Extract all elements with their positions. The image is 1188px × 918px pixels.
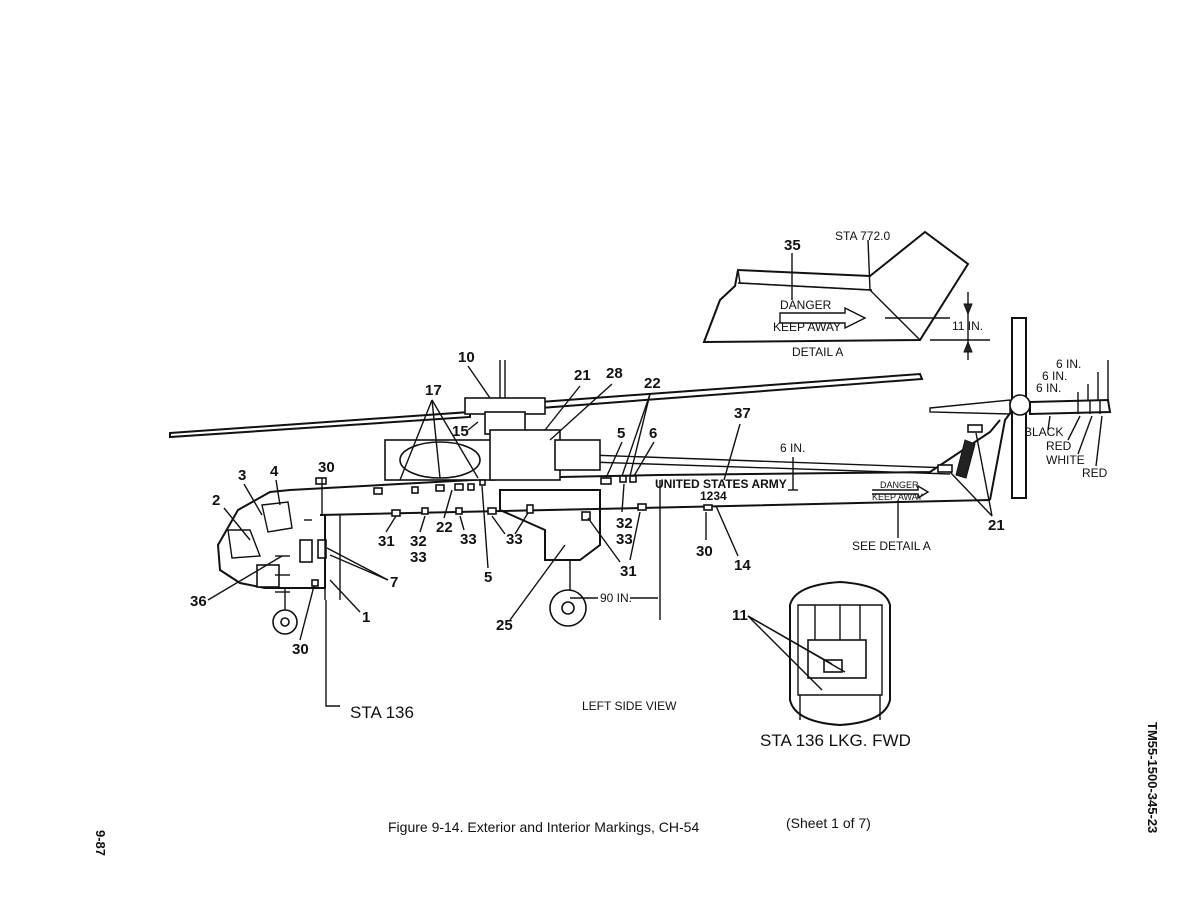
callout-33-mid: 33	[460, 531, 477, 548]
callout-31-right: 31	[620, 563, 637, 580]
callout-22-top: 22	[644, 375, 661, 392]
fuselage	[216, 399, 1021, 635]
callout-5-top: 5	[617, 425, 625, 442]
left-side-view-label: LEFT SIDE VIEW	[582, 699, 677, 713]
detail-a-station: STA 772.0	[835, 229, 890, 243]
marking-dim-6in: 6 IN.	[780, 441, 805, 455]
tail-rotor	[1009, 317, 1112, 499]
tail-color-red-2: RED	[1082, 466, 1108, 480]
callout-33-right: 33	[506, 531, 523, 548]
tail-dim-2: 6 IN.	[1042, 369, 1067, 383]
callout-10: 10	[458, 349, 475, 366]
callout-37: 37	[734, 405, 751, 422]
detail-a-height: 11 IN.	[952, 319, 983, 333]
callout-28: 28	[606, 365, 623, 382]
callout-14: 14	[734, 557, 751, 574]
callout-3: 3	[238, 467, 246, 484]
callout-5-bottom: 5	[484, 569, 492, 586]
callout-22-bottom: 22	[436, 519, 453, 536]
callout-25: 25	[496, 617, 513, 634]
marking-dim-90in: 90 IN.	[600, 591, 632, 605]
detail-a: 35 STA 772.0 DANGER KEEP AWAY 11 IN. DET…	[702, 229, 990, 360]
callout-33-far: 33	[616, 531, 633, 548]
callout-30-bottom: 30	[292, 641, 309, 658]
see-detail-a: SEE DETAIL A	[852, 539, 931, 553]
tail-dim-1: 6 IN.	[1056, 357, 1081, 371]
sta-136-fwd-label: STA 136 LKG. FWD	[760, 731, 911, 750]
callout-30-right: 30	[696, 543, 713, 560]
sta-136-label: STA 136	[350, 703, 414, 722]
sta-136-inset	[789, 580, 891, 727]
callout-21-top: 21	[574, 367, 591, 384]
detail-a-label: DETAIL A	[792, 345, 843, 359]
tail-color-red-1: RED	[1046, 439, 1072, 453]
marking-serial: 1234	[700, 489, 727, 503]
callout-6: 6	[649, 425, 657, 442]
callout-17: 17	[425, 382, 442, 399]
marking-keep-away: KEEP AWAY	[872, 492, 923, 502]
callout-35: 35	[784, 237, 801, 254]
figure-sheet: (Sheet 1 of 7)	[786, 815, 871, 831]
tail-color-white: WHITE	[1046, 453, 1085, 467]
callout-2: 2	[212, 492, 220, 509]
detail-a-keep-away: KEEP AWAY	[773, 320, 841, 334]
callout-15: 15	[452, 423, 469, 440]
figure-caption: Figure 9-14. Exterior and Interior Marki…	[388, 819, 699, 835]
callout-1: 1	[362, 609, 370, 626]
callout-31-left: 31	[378, 533, 395, 550]
detail-a-danger: DANGER	[780, 298, 832, 312]
tail-color-black: BLACK	[1024, 425, 1063, 439]
callout-11: 11	[732, 607, 748, 624]
callout-32-left: 32	[410, 533, 427, 550]
main-rotor	[169, 360, 924, 439]
tail-dim-3: 6 IN.	[1036, 381, 1061, 395]
callout-36: 36	[190, 593, 207, 610]
page-number: 9-87	[93, 830, 108, 856]
marking-united-states-army: UNITED STATES ARMY	[655, 477, 787, 491]
callout-21-tail: 21	[988, 517, 1005, 534]
marking-danger: DANGER	[880, 480, 919, 490]
callout-30-top: 30	[318, 459, 335, 476]
document-id: TM55-1500-345-23	[1145, 722, 1160, 833]
callout-33-left: 33	[410, 549, 427, 566]
callout-4: 4	[270, 463, 279, 480]
callout-7: 7	[390, 574, 398, 591]
callout-32-right: 32	[616, 515, 633, 532]
